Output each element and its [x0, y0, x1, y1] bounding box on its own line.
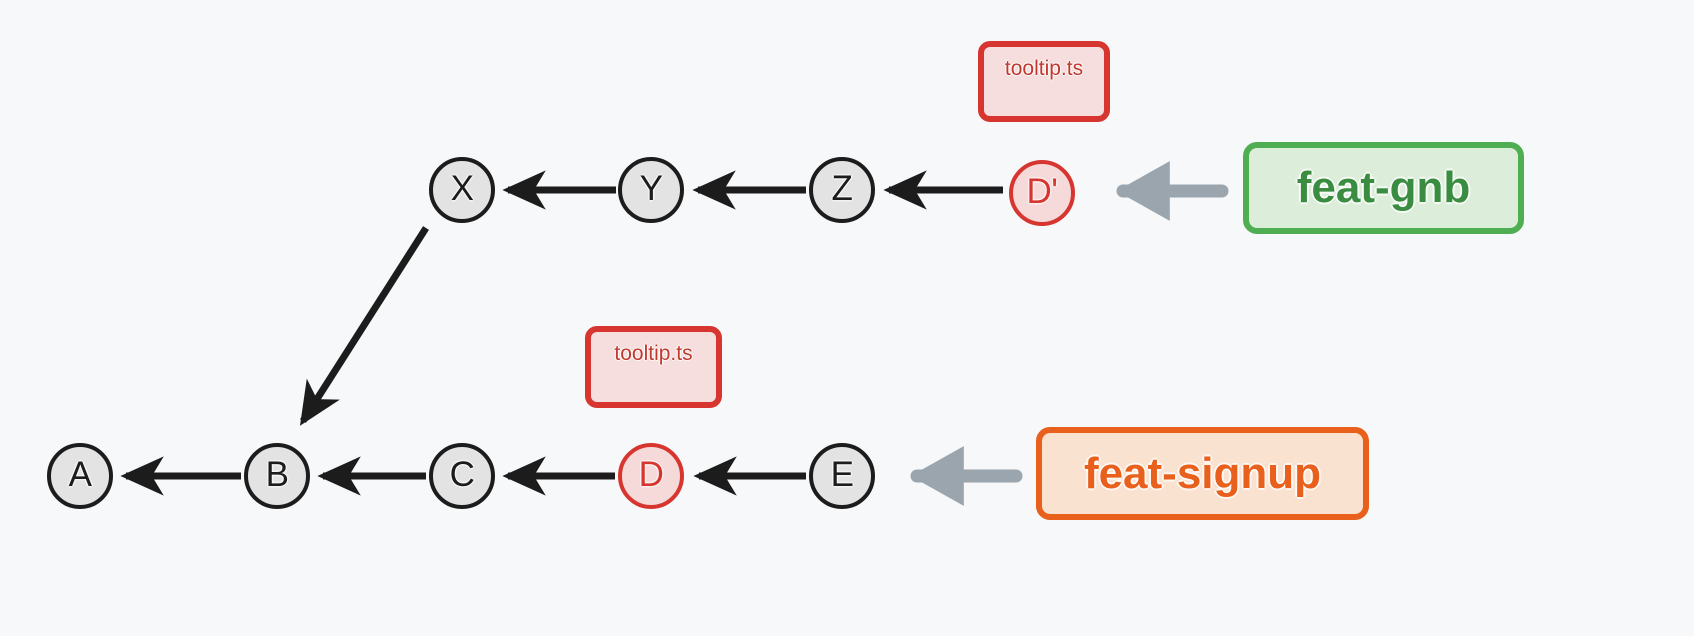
commit-node-C[interactable]: C	[429, 443, 495, 509]
branch-label-feat-gnb: feat-gnb	[1296, 163, 1471, 212]
commit-node-D-prime[interactable]: D'	[1009, 160, 1075, 226]
commit-node-Y[interactable]: Y	[618, 157, 684, 223]
commit-label-D: D	[638, 454, 664, 494]
commit-node-X[interactable]: X	[429, 157, 495, 223]
commit-label-B: B	[265, 454, 289, 494]
file-tag-label: tooltip.ts	[1004, 57, 1084, 80]
file-tag-label: tooltip.ts	[614, 342, 693, 365]
commit-node-E[interactable]: E	[809, 443, 875, 509]
commit-node-Z[interactable]: Z	[809, 157, 875, 223]
branch-label-feat-signup: feat-signup	[1083, 448, 1322, 498]
file-tag-tooltip-ts-top[interactable]: tooltip.ts	[978, 41, 1110, 122]
commit-label-Y: Y	[639, 168, 663, 208]
branch-badge-feat-signup[interactable]: feat-signup	[1036, 427, 1369, 520]
commit-label-E: E	[830, 454, 854, 494]
commit-label-D-prime: D'	[1026, 171, 1058, 211]
file-tag-tooltip-ts-bottom[interactable]: tooltip.ts	[585, 326, 722, 408]
commit-node-A[interactable]: A	[47, 443, 113, 509]
edge-X-to-B	[299, 226, 429, 426]
commit-label-Z: Z	[831, 168, 853, 208]
commit-node-D[interactable]: D	[618, 443, 684, 509]
commit-label-A: A	[68, 454, 92, 494]
branch-badge-feat-gnb[interactable]: feat-gnb	[1243, 142, 1524, 234]
commit-label-C: C	[449, 454, 475, 494]
commit-node-B[interactable]: B	[244, 443, 310, 509]
commit-label-X: X	[450, 168, 474, 208]
